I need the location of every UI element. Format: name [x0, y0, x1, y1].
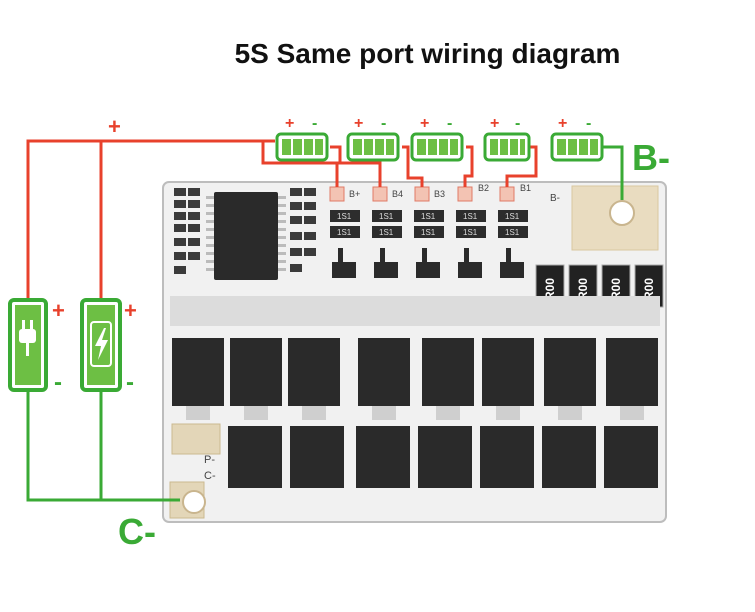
- load-minus-label: -: [54, 369, 62, 396]
- cell-minus-label: -: [312, 115, 317, 132]
- cell-plus-label: +: [354, 115, 363, 132]
- component-code: 1S1: [421, 212, 436, 221]
- load-device: [8, 298, 48, 392]
- battery-icon: [346, 132, 400, 162]
- b-minus-label: B-: [632, 137, 670, 178]
- c-minus-label: C-: [118, 511, 156, 552]
- c-minus-mount-hole: [182, 490, 206, 514]
- component-code: 1S1: [379, 228, 394, 237]
- resistor-marking: R00: [576, 278, 590, 300]
- component-code: 1S1: [463, 228, 478, 237]
- negative-wires: [26, 145, 624, 502]
- resistor-marking: R00: [543, 278, 557, 300]
- load-plus-label: +: [52, 298, 65, 323]
- cell-minus-label: -: [381, 115, 386, 132]
- cell-plus-label: +: [490, 115, 499, 132]
- battery-icon: [410, 132, 464, 162]
- positive-wires: [26, 139, 538, 300]
- p-minus-label: P-: [204, 454, 215, 466]
- battery-icon: [483, 132, 531, 162]
- p-minus-pad: [171, 423, 221, 455]
- battery-cells: [275, 132, 604, 162]
- balance-resistors: [330, 210, 528, 238]
- component-code: 1S1: [505, 212, 520, 221]
- pad-label-b1: B1: [520, 183, 531, 193]
- mosfet-array: [172, 338, 658, 488]
- cell-minus-label: -: [515, 115, 520, 132]
- charger-minus-label: -: [126, 369, 134, 396]
- pad-label-bplus: B+: [349, 189, 360, 199]
- cell-minus-label: -: [447, 115, 452, 132]
- cell-plus-label: +: [285, 115, 294, 132]
- b-minus-mount-hole: [609, 200, 635, 226]
- pcb-board: B+ B4 B3 B2 B1 B- 1S1 1S1 1S1 1S1 1S1 1S…: [162, 181, 667, 523]
- pad-label-b2: B2: [478, 183, 489, 193]
- main-ic-chip: [214, 192, 278, 280]
- diagram-title: 5S Same port wiring diagram: [234, 38, 621, 69]
- component-code: 1S1: [337, 228, 352, 237]
- component-code: 1S1: [505, 228, 520, 237]
- pad-label-bminus: B-: [550, 193, 560, 204]
- resistor-marking: R00: [609, 278, 623, 300]
- charger-device: [80, 298, 122, 392]
- component-code: 1S1: [337, 212, 352, 221]
- c-minus-board-label: C-: [204, 470, 216, 482]
- cell-plus-label: +: [420, 115, 429, 132]
- charger-plus-label: +: [124, 298, 137, 323]
- main-plus-label: +: [108, 114, 121, 139]
- component-code: 1S1: [463, 212, 478, 221]
- pad-label-b3: B3: [434, 189, 445, 199]
- cell-minus-label: -: [586, 115, 591, 132]
- cell-plus-label: +: [558, 115, 567, 132]
- component-code: 1S1: [421, 228, 436, 237]
- charger-bolt-icon: [90, 321, 112, 367]
- pad-label-b4: B4: [392, 189, 403, 199]
- battery-icon: [275, 132, 329, 162]
- component-code: 1S1: [379, 212, 394, 221]
- plug-icon: [19, 320, 36, 356]
- resistor-marking: R00: [642, 278, 656, 300]
- battery-icon: [550, 132, 604, 162]
